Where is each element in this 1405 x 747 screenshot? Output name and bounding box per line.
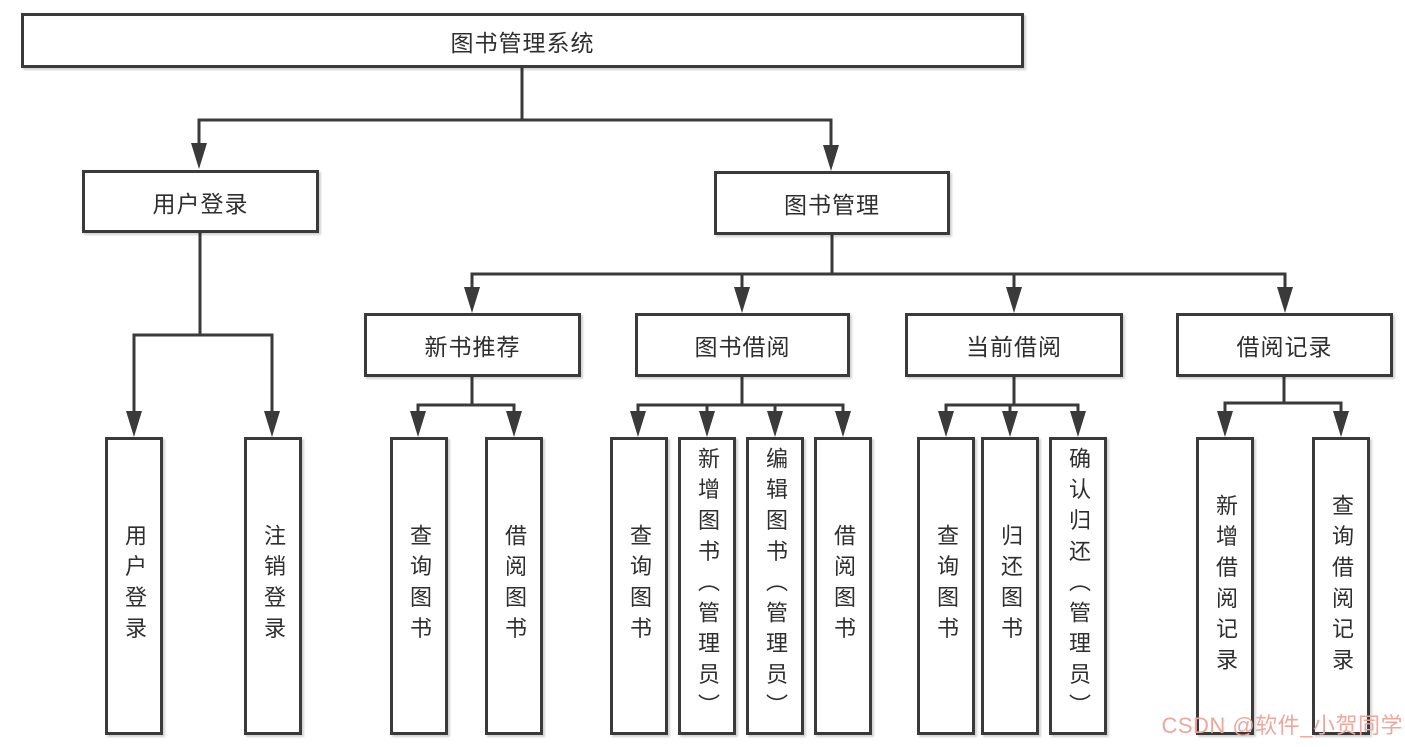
node-new-book-recommend: 新书推荐 <box>364 313 581 377</box>
node-return-books: 归还图书 <box>981 437 1039 735</box>
node-query-books-borrow: 查询图书 <box>610 437 668 735</box>
node-add-borrow-record: 新增借阅记录 <box>1196 437 1254 735</box>
node-edit-books-admin: 编辑图书（管理员） <box>746 437 804 735</box>
node-logout: 注销登录 <box>244 437 302 735</box>
connector-borrow-to-leaves <box>636 377 845 414</box>
node-confirm-return-admin: 确认归还（管理员） <box>1049 437 1107 735</box>
connector-recommend-to-leaves <box>416 377 516 414</box>
connector-current-to-leaves <box>944 377 1080 414</box>
node-user-login: 用户登录 <box>82 170 319 233</box>
node-borrow-books: 借阅图书 <box>814 437 872 735</box>
csdn-watermark: CSDN @软件_小贺同学 <box>1161 713 1403 738</box>
arrowheads <box>126 143 1349 437</box>
connector-root-to-level2 <box>197 68 833 146</box>
node-user-login-leaf: 用户登录 <box>105 437 163 735</box>
connector-records-to-leaves <box>1223 377 1343 414</box>
node-current-borrowing: 当前借阅 <box>905 313 1123 377</box>
node-query-books-current: 查询图书 <box>917 437 975 735</box>
node-query-books-recommend: 查询图书 <box>390 437 448 735</box>
node-query-borrow-record: 查询借阅记录 <box>1312 437 1370 735</box>
node-borrow-books-recommend: 借阅图书 <box>485 437 543 735</box>
node-add-books-admin: 新增图书（管理员） <box>678 437 736 735</box>
node-borrow-records: 借阅记录 <box>1176 313 1393 377</box>
node-book-management: 图书管理 <box>714 171 950 235</box>
connector-mgmt-to-level3 <box>470 235 1287 290</box>
node-book-borrowing: 图书借阅 <box>635 313 850 377</box>
connector-login-to-leaves <box>132 233 274 414</box>
node-root-system: 图书管理系统 <box>21 13 1024 68</box>
